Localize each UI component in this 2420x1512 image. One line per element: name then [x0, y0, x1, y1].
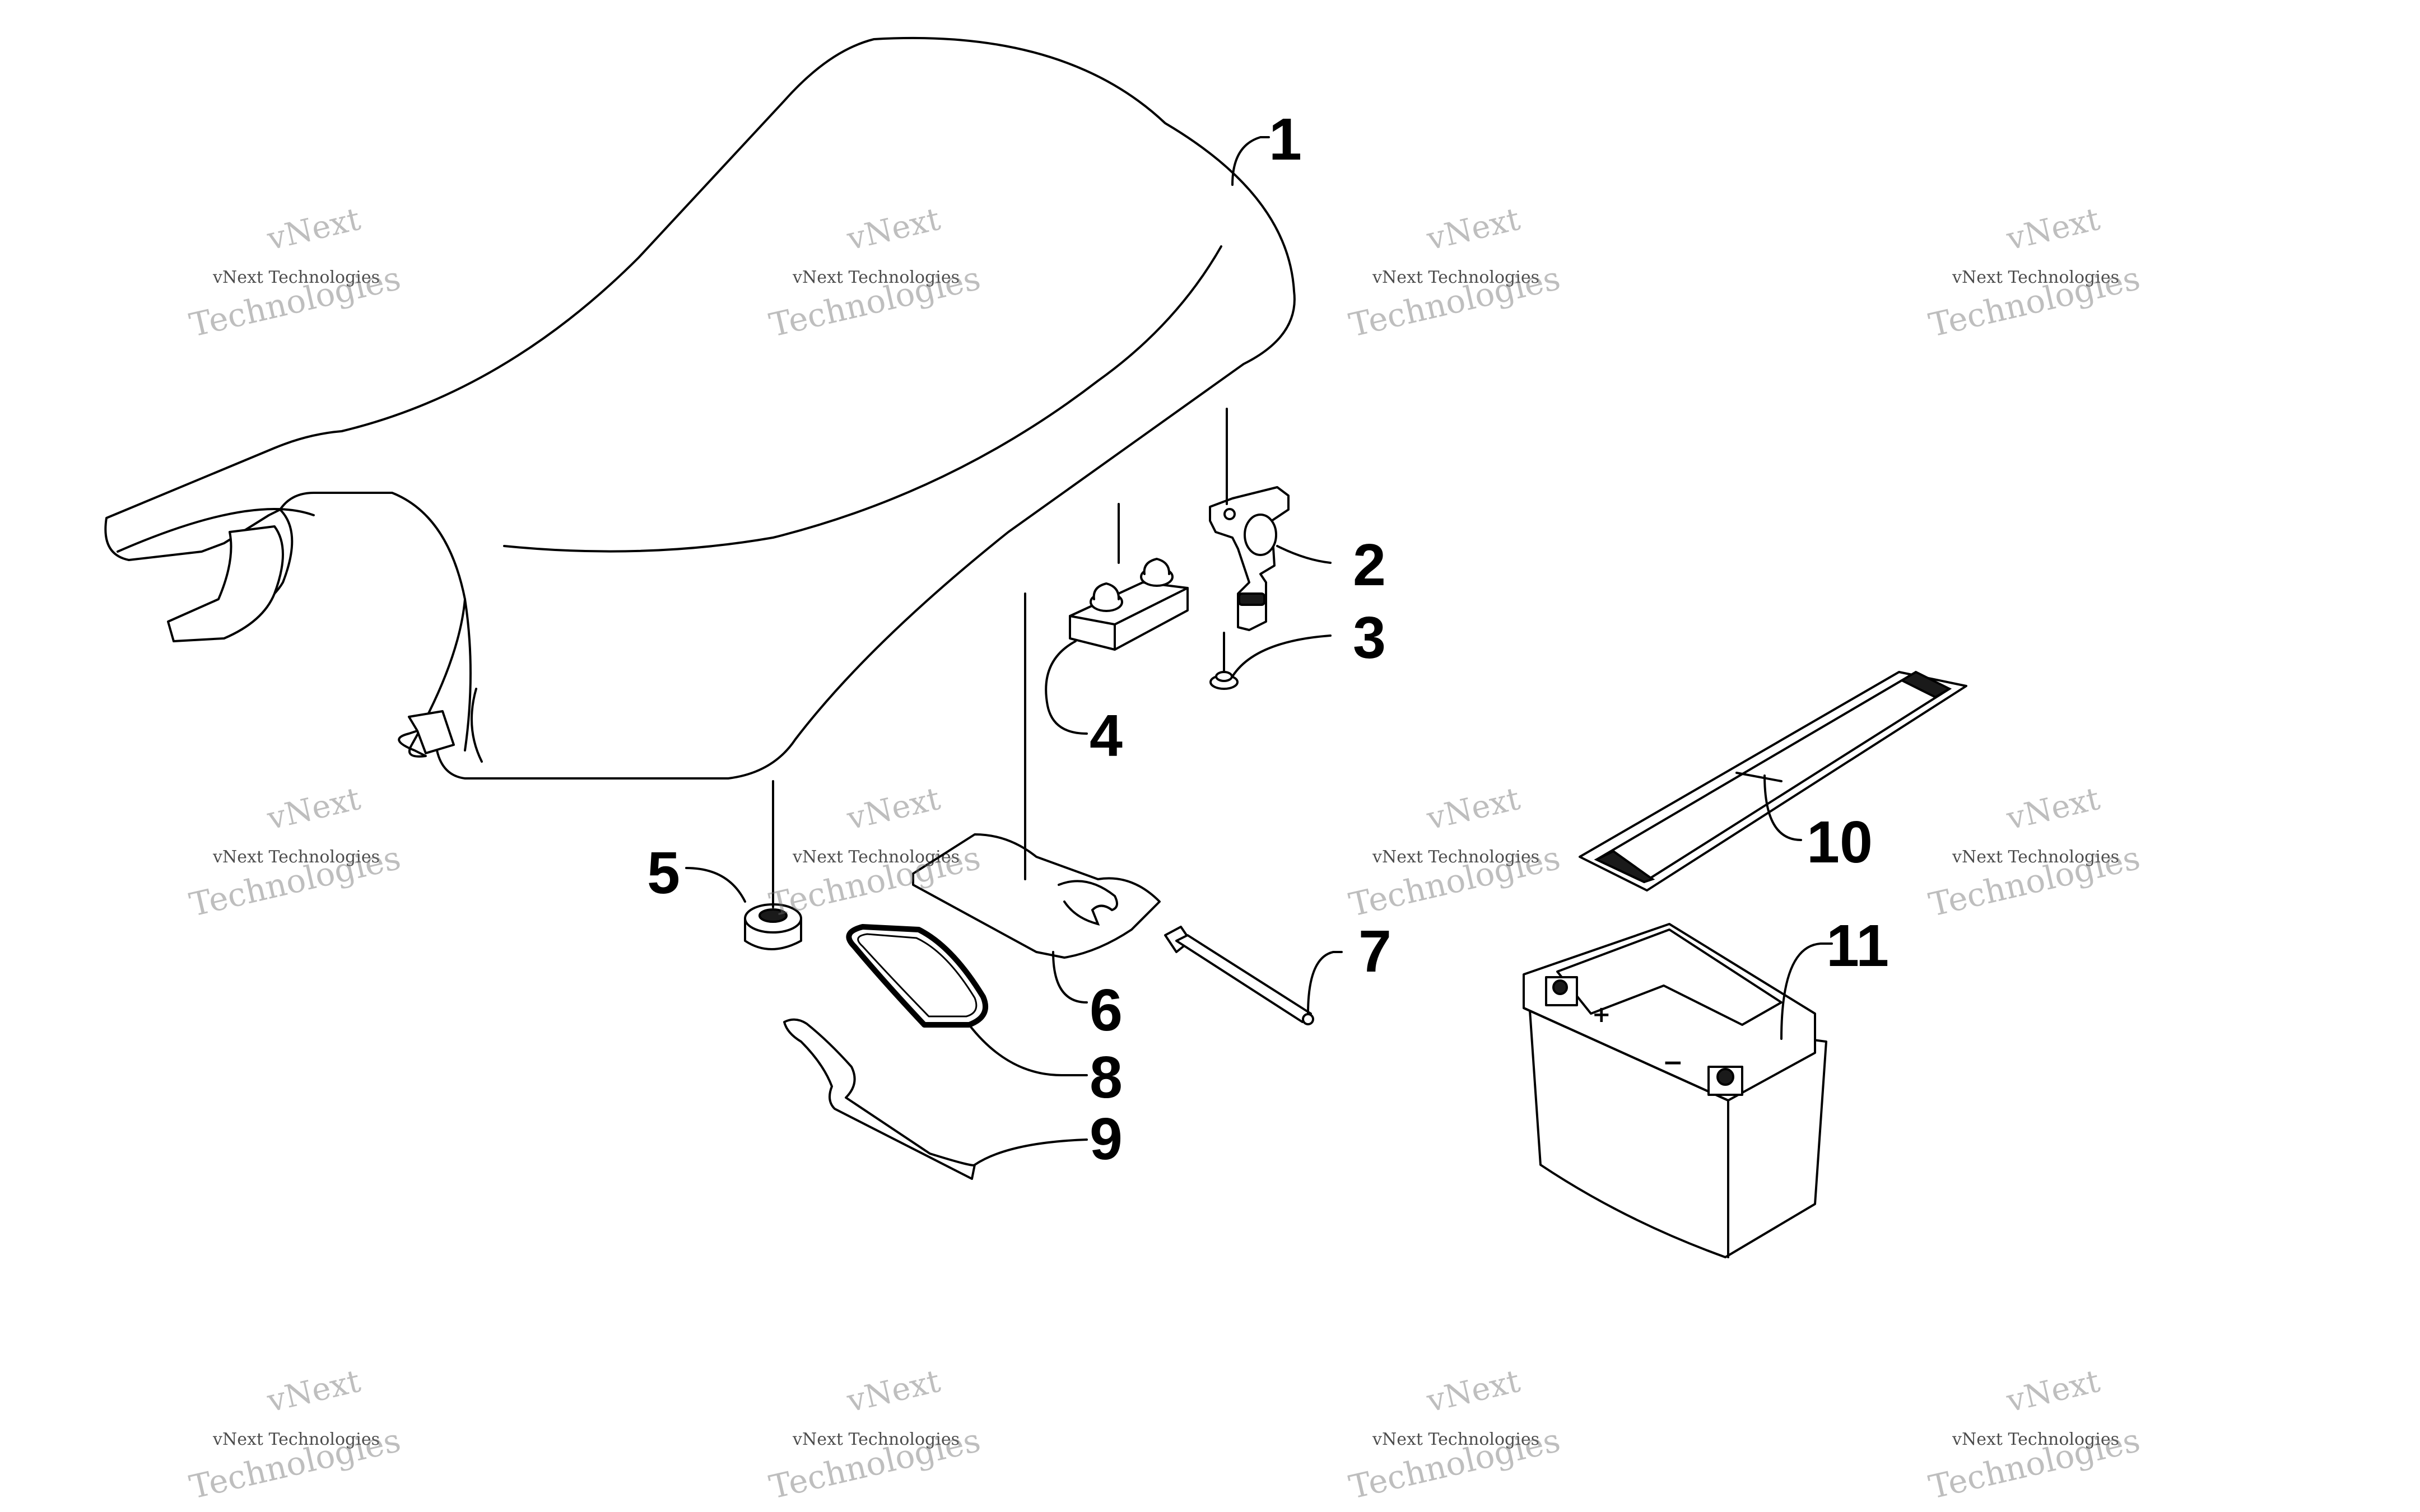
watermark-line2: vNext Technologies	[1952, 268, 2119, 287]
callout-2: 2	[1353, 532, 1386, 598]
leader-6	[1052, 951, 1088, 1004]
watermark-tile: vNext vNext Technologies Technologies	[1925, 781, 2143, 924]
seat-part	[104, 36, 1296, 780]
leader-5	[685, 867, 746, 903]
callout-8: 8	[1090, 1044, 1123, 1110]
watermark-line1: vNext	[2003, 781, 2103, 837]
watermark-line1: vNext	[843, 1363, 944, 1420]
watermark-line1: vNext	[263, 1363, 364, 1420]
callout-leaders	[685, 136, 1833, 1166]
watermark-line2: vNext Technologies	[792, 1430, 960, 1449]
watermark-tile: vNext vNext Technologies Technologies	[1346, 781, 1563, 924]
leader-4	[1045, 640, 1088, 735]
watermark-tile: vNext vNext Technologies Technologies	[186, 1363, 404, 1506]
watermark-line2: vNext Technologies	[792, 268, 960, 287]
leader-3	[1231, 634, 1332, 678]
leader-10	[1763, 774, 1802, 841]
watermark-line2: vNext Technologies	[212, 1430, 380, 1449]
lock-nut-part	[1209, 632, 1239, 690]
watermark-line2: vNext Technologies	[1952, 1430, 2119, 1449]
watermark-line1: vNext	[2003, 1363, 2103, 1420]
leader-1	[1231, 136, 1270, 186]
watermark-tile: vNext vNext Technologies Technologies	[1925, 1363, 2143, 1506]
watermark-tile: vNext vNext Technologies Technologies	[766, 1363, 984, 1506]
watermark-line1: vNext	[1423, 1363, 1524, 1420]
leader-7	[1307, 951, 1343, 1015]
callout-5: 5	[647, 840, 680, 906]
watermark-line1: vNext	[843, 781, 944, 837]
watermark-line2: vNext Technologies	[212, 268, 380, 287]
callout-11: 11	[1826, 913, 1889, 979]
callout-1: 1	[1269, 106, 1302, 172]
rubber-bumper-part	[744, 780, 802, 950]
callout-4: 4	[1090, 703, 1123, 769]
watermark-tile: vNext vNext Technologies Technologies	[186, 201, 404, 344]
battery-part: + −	[1523, 923, 1827, 1258]
watermark-line2: vNext Technologies	[1372, 847, 1539, 867]
watermark-tile: vNext vNext Technologies Technologies	[186, 781, 404, 924]
spanner-wrench-part	[783, 1018, 976, 1180]
watermark-line2: vNext Technologies	[1372, 268, 1539, 287]
watermark-line2: vNext Technologies	[1952, 847, 2119, 867]
watermark-tile: vNext vNext Technologies Technologies	[1925, 201, 2143, 344]
leader-2	[1276, 545, 1332, 564]
watermark-line1: vNext	[1423, 781, 1524, 837]
tool-pouch-part	[912, 592, 1161, 959]
leader-11	[1780, 942, 1833, 1040]
watermark-line2: vNext Technologies	[1372, 1430, 1539, 1449]
watermark-line1: vNext	[263, 781, 364, 837]
battery-strap-part	[1579, 670, 1967, 892]
battery-minus-symbol: −	[1663, 1048, 1683, 1077]
leader-9	[974, 1138, 1088, 1166]
watermark-line1: vNext	[2003, 201, 2103, 258]
spark-plug-tool-part	[1164, 926, 1314, 1025]
watermark-line2: vNext Technologies	[212, 847, 380, 867]
callout-9: 9	[1090, 1106, 1123, 1172]
battery-plus-symbol: +	[1592, 1002, 1611, 1028]
cushion-block-part	[1069, 503, 1189, 651]
callout-6: 6	[1090, 977, 1123, 1043]
callout-7: 7	[1358, 918, 1392, 984]
leader-8	[968, 1024, 1088, 1076]
callout-10: 10	[1807, 809, 1873, 875]
band-ring-part	[846, 924, 988, 1028]
watermark-line1: vNext	[1423, 201, 1524, 258]
watermark-line2: vNext Technologies	[792, 847, 960, 867]
watermark-tile: vNext vNext Technologies Technologies	[1346, 201, 1563, 344]
watermark-line1: vNext	[263, 201, 364, 258]
latch-bracket-part	[1209, 408, 1290, 631]
watermark-tile: vNext vNext Technologies Technologies	[1346, 1363, 1563, 1506]
callout-labels: 1 2 3 4 5 6 7 8 9 10 11	[647, 106, 1889, 1172]
callout-3: 3	[1353, 605, 1386, 671]
